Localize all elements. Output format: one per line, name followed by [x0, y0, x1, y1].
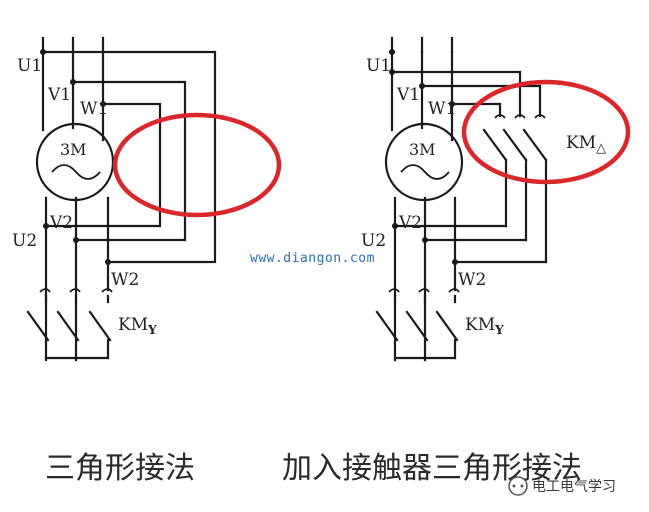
- left-motor-circle: [35, 122, 115, 202]
- right-label-v1: V1: [396, 85, 420, 105]
- watermark-text: www.diangon.com: [250, 251, 375, 266]
- left-label-km: KMY: [118, 315, 157, 337]
- left-diagram: 3M U1 V1 W1 V2 U2 W2 KMY: [12, 36, 282, 362]
- left-loop-inner: [44, 50, 162, 228]
- left-motor-label: 3M: [60, 140, 87, 159]
- left-label-w1: W1: [80, 99, 108, 119]
- right-label-w2: W2: [458, 270, 486, 290]
- right-label-u1: U1: [366, 56, 391, 76]
- right-highlight-ellipse: [461, 79, 631, 185]
- right-star-contactor: [375, 288, 460, 360]
- left-label-v1: V1: [47, 85, 71, 105]
- right-motor-label: 3M: [409, 140, 436, 159]
- right-label-u2: U2: [361, 231, 386, 251]
- left-highlight-ellipse: [112, 112, 282, 218]
- left-loop-middle: [71, 50, 187, 242]
- brand-badge: 电工电气学习: [508, 476, 616, 496]
- left-motor-ac-symbol: [51, 164, 101, 180]
- right-label-v2: V2: [398, 213, 422, 233]
- right-v1-bus: [420, 50, 542, 88]
- left-label-v2: V2: [49, 213, 73, 233]
- left-label-w2: W2: [111, 270, 139, 290]
- left-label-u1: U1: [17, 56, 42, 76]
- right-label-km-delta: KM△: [566, 133, 606, 156]
- left-u2-node: [43, 223, 49, 229]
- brand-text: 电工电气学习: [532, 479, 616, 495]
- right-motor-ac-symbol: [400, 164, 450, 180]
- left-loop-outer: [41, 50, 217, 264]
- right-caption: 加入接触器三角形接法: [282, 451, 582, 486]
- left-label-u2: U2: [12, 231, 37, 251]
- right-label-w1: W1: [428, 99, 456, 119]
- right-label-km-star: KMY: [465, 315, 504, 337]
- right-diagram: 3M U1 V1 W1 V2 U2 W2 K: [361, 36, 631, 362]
- left-star-contactor: [26, 288, 113, 360]
- left-caption: 三角形接法: [45, 451, 195, 486]
- left-v2-node: [73, 237, 79, 243]
- right-motor-circle: [384, 122, 464, 202]
- left-w2-node: [105, 259, 111, 265]
- chat-icon: [508, 476, 528, 496]
